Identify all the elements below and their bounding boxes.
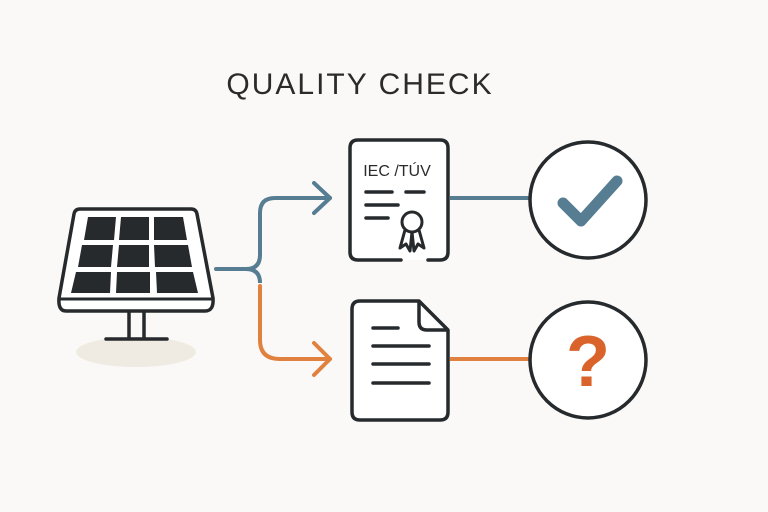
- plain-document-icon: [350, 299, 450, 422]
- award-seal-icon: [398, 210, 426, 253]
- uncertified-question-icon: ?: [528, 300, 648, 420]
- question-mark: ?: [566, 322, 610, 402]
- certified-arrowhead-icon: [312, 181, 332, 215]
- uncertified-arrowhead-icon: [312, 341, 332, 377]
- certified-path-arrow: [214, 196, 332, 271]
- uncertified-path-arrow: [258, 284, 332, 361]
- certificate-document-icon: IEC /TÚV: [348, 138, 450, 262]
- solar-panel-icon: [57, 207, 215, 367]
- certificate-label: IEC /TÚV: [363, 161, 431, 180]
- diagram-title: QUALITY CHECK: [226, 68, 493, 101]
- certified-check-icon: [528, 140, 648, 260]
